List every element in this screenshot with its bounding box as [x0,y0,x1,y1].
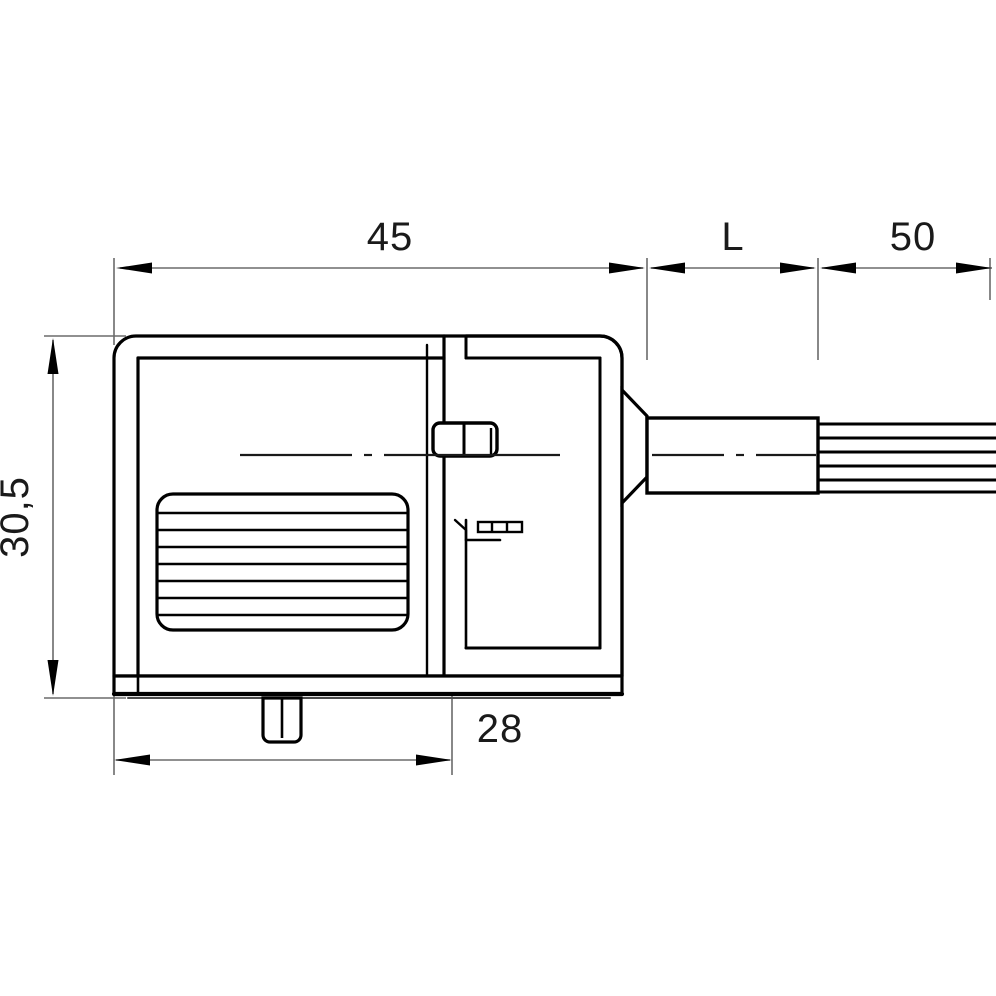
locking-latch [431,421,499,458]
arrow-305-top [47,338,59,374]
arrow-50-left [820,262,856,274]
dim-label-30-5: 30,5 [0,476,37,558]
neck-lower-chamfer [453,518,468,542]
ribbed-grip-panel [155,492,410,632]
arrow-305-bottom [47,660,59,696]
extension-lines [44,258,991,775]
dim-label-45: 45 [367,215,414,259]
arrow-28-right [416,754,452,766]
stripped-conductors [818,422,996,494]
mounting-screw-pin [261,696,303,744]
rib-lines [157,511,408,617]
arrow-L-left [649,262,685,274]
arrow-28-left [114,754,150,766]
dim-label-L: L [721,215,744,259]
neck-outline [464,334,624,678]
bottom-dimension-arrows [114,754,452,766]
arrow-50-right [956,262,992,274]
vertical-dimension-arrows [47,338,59,696]
dim-label-50: 50 [890,215,937,259]
arrow-45-left [116,262,152,274]
arrow-45-right [609,262,645,274]
neck-detail-notches [476,520,524,534]
rib-panel-outline [155,492,410,632]
arrow-L-right [780,262,816,274]
base-flange [112,674,624,696]
gland-taper [620,386,649,507]
top-dimension-arrows [116,262,992,274]
notch [476,520,524,534]
dim-label-28: 28 [477,707,524,751]
strain-relief-gland [620,386,649,507]
